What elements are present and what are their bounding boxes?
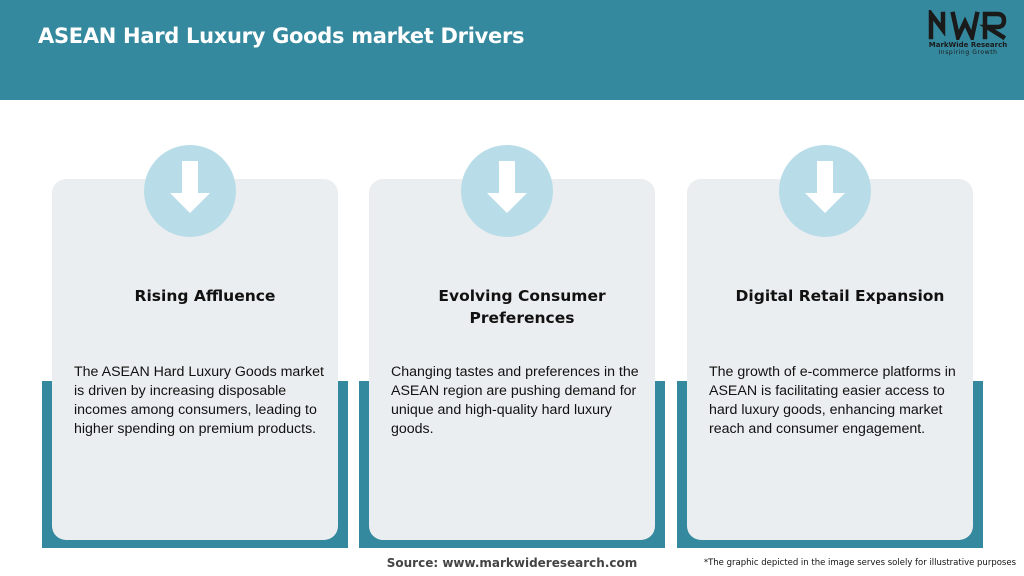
page-title: ASEAN Hard Luxury Goods market Drivers: [38, 24, 525, 48]
driver-card-digital-retail: Digital Retail Expansion The growth of e…: [677, 145, 983, 548]
card-title: Evolving Consumer Preferences: [438, 287, 606, 327]
card-panel: Evolving Consumer Preferences Changing t…: [369, 179, 655, 540]
disclaimer-note: *The graphic depicted in the image serve…: [703, 558, 1016, 568]
card-description: The ASEAN Hard Luxury Goods market is dr…: [74, 364, 324, 437]
driver-card-evolving-preferences: Evolving Consumer Preferences Changing t…: [359, 145, 665, 548]
logo-tagline: Inspiring Growth: [938, 49, 998, 56]
logo-company-name: MarkWide Research: [928, 41, 1008, 49]
card-description: The growth of e-commerce platforms in AS…: [709, 364, 956, 437]
down-arrow-icon: [461, 145, 553, 237]
card-panel: Digital Retail Expansion The growth of e…: [687, 179, 973, 540]
card-title: Digital Retail Expansion: [735, 287, 945, 305]
down-arrow-icon: [779, 145, 871, 237]
header-banner: ASEAN Hard Luxury Goods market Drivers M…: [0, 0, 1024, 100]
driver-card-rising-affluence: Rising Affluence The ASEAN Hard Luxury G…: [42, 145, 348, 548]
card-panel: Rising Affluence The ASEAN Hard Luxury G…: [52, 179, 338, 540]
card-description: Changing tastes and preferences in the A…: [391, 364, 639, 437]
mwr-logo-icon: [928, 10, 1007, 40]
down-arrow-icon: [144, 145, 236, 237]
markwide-logo: MarkWide Research Inspiring Growth: [922, 10, 1014, 58]
card-title: Rising Affluence: [134, 287, 276, 305]
source-credit: Source: www.markwideresearch.com: [386, 556, 638, 570]
